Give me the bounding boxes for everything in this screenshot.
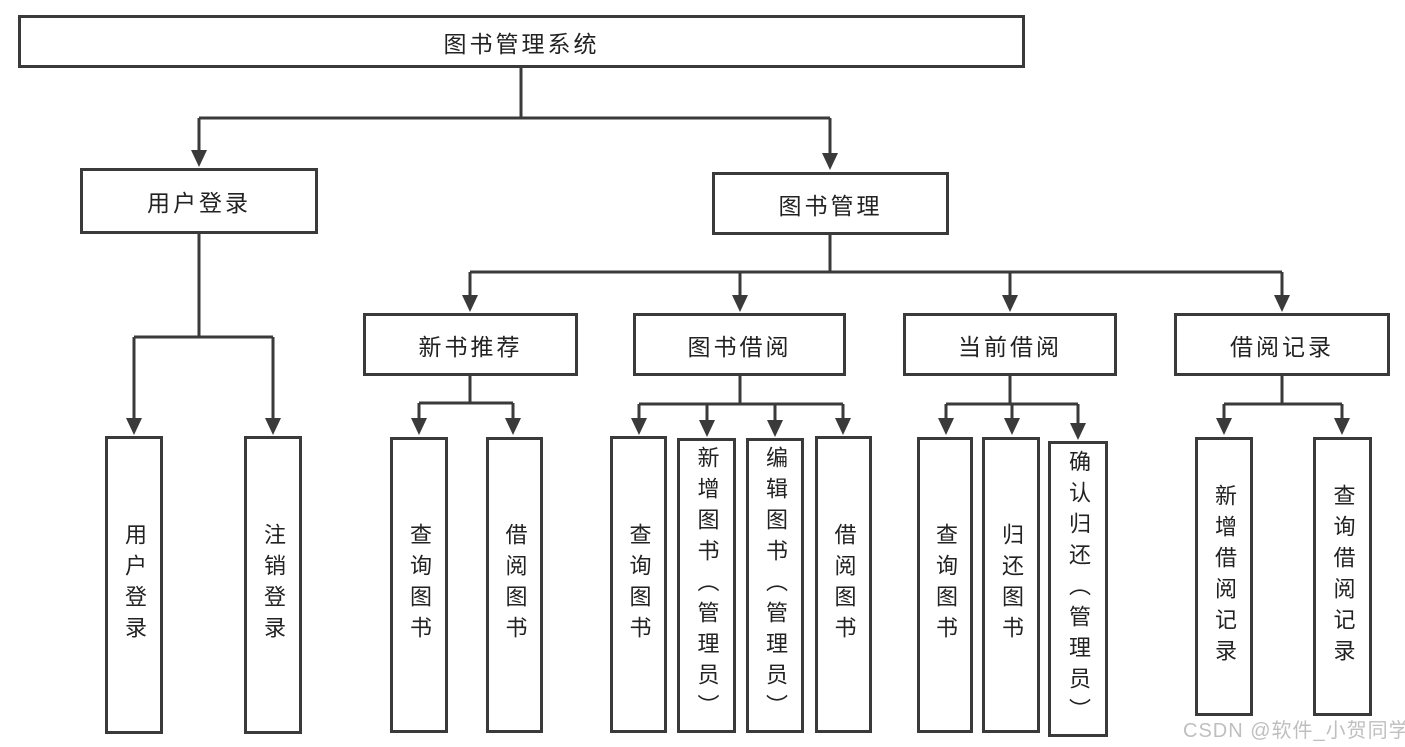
node-user-login: 用户登录 bbox=[80, 168, 318, 234]
arrowhead bbox=[126, 418, 142, 435]
connector-records bbox=[1222, 376, 1344, 420]
leaf-newbook-query-books: 查询图书 bbox=[390, 437, 448, 733]
leaf-records-add-record-label: 新增借阅记录 bbox=[1212, 483, 1237, 670]
arrowhead bbox=[1070, 423, 1086, 440]
csdn-watermark: CSDN @软件_小贺同学 bbox=[1183, 720, 1405, 742]
leaf-borrow-add-books-admin-label: 新增图书（管理员） bbox=[694, 446, 720, 725]
arrowhead bbox=[1002, 295, 1018, 312]
node-book-management-label: 图书管理 bbox=[778, 192, 883, 219]
node-book-borrow: 图书借阅 bbox=[633, 313, 846, 376]
leaf-borrow-edit-books-admin: 编辑图书（管理员） bbox=[746, 438, 804, 733]
arrowhead bbox=[1216, 418, 1232, 435]
leaf-current-query-books-label: 查询图书 bbox=[933, 523, 958, 647]
leaf-borrow-borrow-books-label: 借阅图书 bbox=[831, 522, 857, 647]
arrowhead bbox=[822, 153, 838, 170]
leaf-logout-label: 注销登录 bbox=[261, 523, 286, 647]
node-book-management: 图书管理 bbox=[712, 172, 949, 235]
connector-new-book bbox=[417, 376, 515, 420]
arrowhead bbox=[265, 418, 281, 435]
arrowhead bbox=[1274, 295, 1290, 312]
arrowhead bbox=[732, 295, 748, 312]
leaf-user-login: 用户登录 bbox=[105, 436, 163, 734]
leaf-borrow-query-books-label: 查询图书 bbox=[626, 522, 652, 647]
node-root-label: 图书管理系统 bbox=[443, 30, 600, 57]
leaf-borrow-query-books: 查询图书 bbox=[610, 436, 667, 733]
arrowhead bbox=[835, 418, 851, 435]
node-root: 图书管理系统 bbox=[18, 15, 1025, 68]
arrowhead bbox=[938, 418, 954, 435]
arrowhead bbox=[505, 418, 521, 435]
arrowhead bbox=[411, 418, 427, 435]
arrowhead bbox=[1004, 418, 1020, 435]
arrowhead bbox=[1334, 418, 1350, 435]
leaf-current-confirm-return-admin-label: 确认归还（管理员） bbox=[1066, 449, 1091, 729]
leaf-current-query-books: 查询图书 bbox=[917, 437, 973, 733]
leaf-newbook-borrow-books-label: 借阅图书 bbox=[502, 523, 528, 647]
leaf-newbook-query-books-label: 查询图书 bbox=[407, 523, 432, 647]
leaf-records-query-record-label: 查询借阅记录 bbox=[1330, 483, 1356, 670]
connector-user-login bbox=[132, 234, 275, 420]
leaf-logout: 注销登录 bbox=[244, 436, 302, 734]
node-user-login-label: 用户登录 bbox=[147, 190, 251, 216]
leaf-newbook-borrow-books: 借阅图书 bbox=[486, 437, 543, 733]
node-new-book-recommend: 新书推荐 bbox=[363, 313, 578, 376]
node-current-borrow: 当前借阅 bbox=[903, 313, 1117, 376]
leaf-records-add-record: 新增借阅记录 bbox=[1195, 437, 1253, 716]
connector-root bbox=[197, 68, 832, 155]
connector-book-borrow bbox=[637, 376, 845, 422]
leaf-current-return-books: 归还图书 bbox=[982, 437, 1040, 733]
leaf-records-query-record: 查询借阅记录 bbox=[1313, 437, 1372, 716]
arrowhead bbox=[767, 420, 783, 437]
node-borrow-records: 借阅记录 bbox=[1174, 313, 1390, 376]
leaf-user-login-label: 用户登录 bbox=[122, 523, 147, 647]
connector-current bbox=[944, 376, 1080, 425]
leaf-current-return-books-label: 归还图书 bbox=[999, 523, 1024, 647]
leaf-borrow-edit-books-admin-label: 编辑图书（管理员） bbox=[763, 446, 788, 725]
node-current-borrow-label: 当前借阅 bbox=[958, 333, 1062, 360]
leaf-borrow-borrow-books: 借阅图书 bbox=[815, 436, 872, 733]
arrowhead bbox=[631, 418, 647, 435]
leaf-current-confirm-return-admin: 确认归还（管理员） bbox=[1048, 441, 1108, 737]
leaf-borrow-add-books-admin: 新增图书（管理员） bbox=[677, 438, 736, 733]
arrowhead bbox=[191, 150, 207, 167]
node-new-book-recommend-label: 新书推荐 bbox=[418, 333, 523, 360]
arrowhead bbox=[699, 420, 715, 437]
node-borrow-records-label: 借阅记录 bbox=[1230, 333, 1334, 360]
node-book-borrow-label: 图书借阅 bbox=[687, 333, 792, 360]
arrowhead bbox=[462, 295, 478, 312]
connector-book-mgmt bbox=[468, 235, 1284, 297]
